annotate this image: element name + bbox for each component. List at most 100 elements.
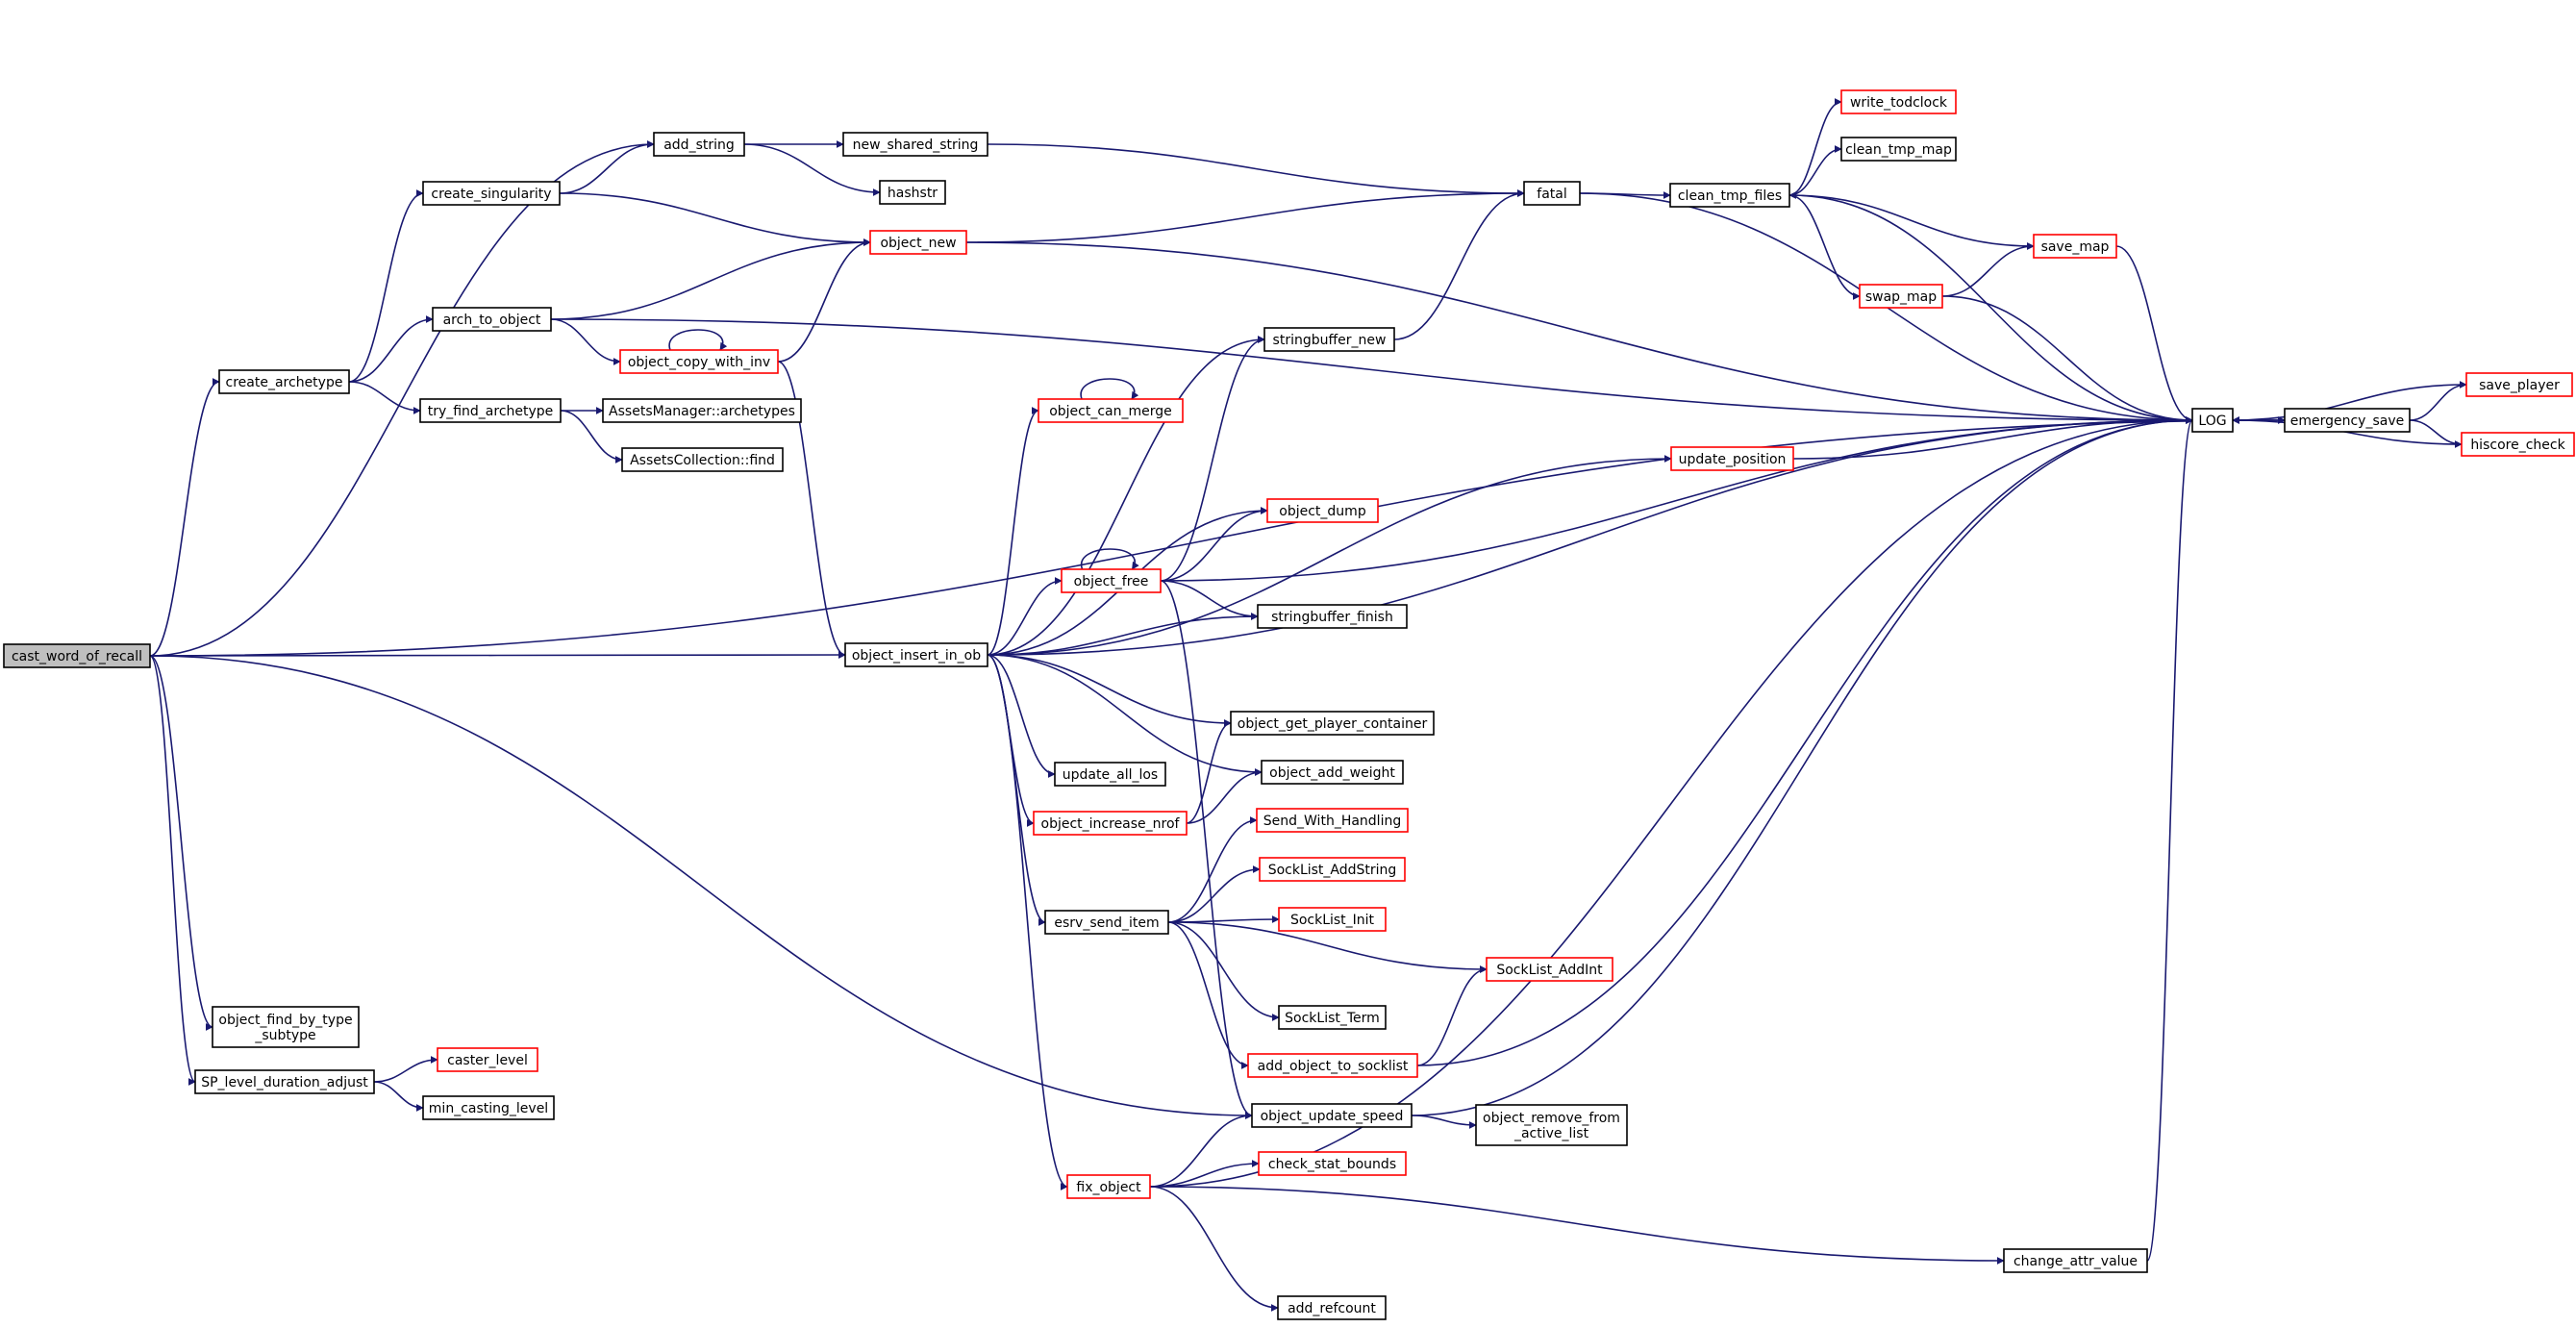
node-label: caster_level (447, 1053, 528, 1068)
node-change-attr-value[interactable]: change_attr_value (2003, 1248, 2148, 1273)
node-box (2191, 408, 2234, 433)
node-SockList-Init[interactable]: SockList_Init (1278, 907, 1387, 932)
edge-object_copy_with_inv-to-object_insert_in_ob (777, 361, 846, 659)
edge-new_shared_string-to-fatal (987, 143, 1525, 197)
node-label: save_map (2041, 239, 2110, 255)
node-object-increase-nrof[interactable]: object_increase_nrof (1033, 811, 1188, 836)
node-box (1278, 907, 1387, 932)
node-box (1038, 398, 1184, 423)
node-box (842, 132, 988, 157)
node-box (1256, 808, 1409, 833)
node-update-position[interactable]: update_position (1670, 446, 1794, 471)
edge-object_copy_with_inv-to-object_new (777, 238, 871, 363)
node-object-add-weight[interactable]: object_add_weight (1261, 760, 1404, 785)
node-object-update-speed[interactable]: object_update_speed (1251, 1103, 1413, 1128)
node-add-refcount[interactable]: add_refcount (1277, 1295, 1387, 1320)
node-AssetsManager-archetypes[interactable]: AssetsManager::archetypes (602, 398, 802, 423)
node-try-find-archetype[interactable]: try_find_archetype (419, 398, 562, 423)
node-label: stringbuffer_new (1273, 333, 1387, 348)
node-hashstr[interactable]: hashstr (879, 180, 946, 205)
node-label: create_archetype (226, 375, 343, 390)
node-box (2284, 408, 2411, 433)
node-box (2465, 372, 2573, 397)
node-object-new[interactable]: object_new (869, 230, 967, 255)
node-save-player[interactable]: save_player (2465, 372, 2573, 397)
node-SockList-Term[interactable]: SockList_Term (1278, 1005, 1387, 1030)
node-arch-to-object[interactable]: arch_to_object (432, 307, 552, 332)
node-label: object_can_merge (1049, 404, 1172, 419)
edge-layer (149, 98, 2467, 1312)
node-caster-level[interactable]: caster_level (437, 1047, 538, 1072)
node-clean-tmp-map[interactable]: clean_tmp_map (1840, 137, 1957, 162)
node-hiscore-check[interactable]: hiscore_check (2461, 432, 2575, 457)
node-emergency-save[interactable]: emergency_save (2284, 408, 2411, 433)
edge-create_archetype-to-create_singularity (348, 189, 424, 383)
node-object-remove-from-active-list[interactable]: object_remove_from_active_list (1475, 1104, 1628, 1146)
node-box (1859, 284, 1943, 309)
edge-LOG-to-clean_tmp_files (1788, 191, 2193, 421)
node-box (1263, 327, 1395, 352)
node-object-free[interactable]: object_free (1061, 568, 1162, 593)
edge-fix_object-to-LOG (1149, 416, 2193, 1188)
edge-add_object_to_socklist-to-SockList_AddInt (1416, 965, 1488, 1066)
node-min-casting-level[interactable]: min_casting_level (422, 1095, 555, 1120)
node-object-insert-in-ob[interactable]: object_insert_in_ob (844, 642, 988, 667)
node-object-can-merge[interactable]: object_can_merge (1038, 398, 1184, 423)
edge-arch_to_object-to-LOG (550, 318, 2193, 424)
node-label: arch_to_object (443, 313, 541, 328)
node-label: AssetsManager::archetypes (609, 404, 795, 419)
node-label: AssetsCollection::find (630, 453, 775, 468)
node-stringbuffer-new[interactable]: stringbuffer_new (1263, 327, 1395, 352)
edge-create_singularity-to-add_string (559, 140, 655, 194)
node-update-all-los[interactable]: update_all_los (1054, 762, 1166, 787)
node-object-get-player-container[interactable]: object_get_player_container (1230, 711, 1435, 736)
node-LOG[interactable]: LOG (2191, 408, 2234, 433)
edge-fix_object-to-object_update_speed (1149, 1112, 1253, 1188)
node-box (1278, 1005, 1387, 1030)
node-swap-map[interactable]: swap_map (1859, 284, 1943, 309)
node-label: fatal (1537, 187, 1566, 202)
node-box (432, 307, 552, 332)
node-create-archetype[interactable]: create_archetype (218, 369, 350, 394)
node-save-map[interactable]: save_map (2033, 234, 2117, 259)
edge-object_insert_in_ob-to-object_can_merge (987, 407, 1039, 656)
node-label: add_refcount (1288, 1301, 1376, 1316)
node-box (422, 1095, 555, 1120)
node-label: add_string (663, 138, 735, 153)
node-box (844, 642, 988, 667)
node-object-find-by-type-subtype[interactable]: object_find_by_type_subtype (212, 1006, 360, 1048)
node-SockList-AddString[interactable]: SockList_AddString (1259, 857, 1406, 882)
node-SP-level-duration-adjust[interactable]: SP_level_duration_adjust (194, 1069, 375, 1094)
node-label: Send_With_Handling (1263, 814, 1401, 829)
node-clean-tmp-files[interactable]: clean_tmp_files (1669, 183, 1790, 208)
edge-object_insert_in_ob-to-stringbuffer_finish (987, 613, 1259, 656)
node-write-todclock[interactable]: write_todclock (1840, 89, 1957, 114)
node-AssetsCollection-find[interactable]: AssetsCollection::find (621, 447, 784, 472)
edge-esrv_send_item-to-SockList_AddInt (1167, 921, 1488, 973)
node-object-copy-with-inv[interactable]: object_copy_with_inv (619, 349, 779, 374)
node-box (1066, 1174, 1151, 1199)
edge-emergency_save-to-hiscore_check (2409, 419, 2463, 448)
node-stringbuffer-finish[interactable]: stringbuffer_finish (1257, 604, 1408, 629)
node-object-dump[interactable]: object_dump (1266, 498, 1379, 523)
node-label: _active_list (1513, 1126, 1589, 1141)
node-cast-word-of-recall[interactable]: cast_word_of_recall (3, 643, 151, 668)
edge-change_attr_value-to-LOG (2146, 416, 2193, 1262)
node-fatal[interactable]: fatal (1523, 181, 1581, 206)
edge-create_singularity-to-object_new (559, 192, 871, 246)
node-add-object-to-socklist[interactable]: add_object_to_socklist (1247, 1053, 1418, 1078)
node-SockList-AddInt[interactable]: SockList_AddInt (1486, 957, 1613, 982)
node-Send-With-Handling[interactable]: Send_With_Handling (1256, 808, 1409, 833)
node-box (1054, 762, 1166, 787)
edge-add_object_to_socklist-to-LOG (1416, 416, 2193, 1066)
node-create-singularity[interactable]: create_singularity (422, 181, 561, 206)
node-check-stat-bounds[interactable]: check_stat_bounds (1258, 1151, 1407, 1176)
node-label: object_remove_from (1483, 1111, 1620, 1126)
node-new-shared-string[interactable]: new_shared_string (842, 132, 988, 157)
node-fix-object[interactable]: fix_object (1066, 1174, 1151, 1199)
edge-try_find_archetype-to-AssetsCollection_find (560, 410, 623, 464)
node-box (2461, 432, 2575, 457)
node-box (212, 1006, 360, 1048)
node-esrv-send-item[interactable]: esrv_send_item (1044, 910, 1169, 935)
node-add-string[interactable]: add_string (653, 132, 745, 157)
